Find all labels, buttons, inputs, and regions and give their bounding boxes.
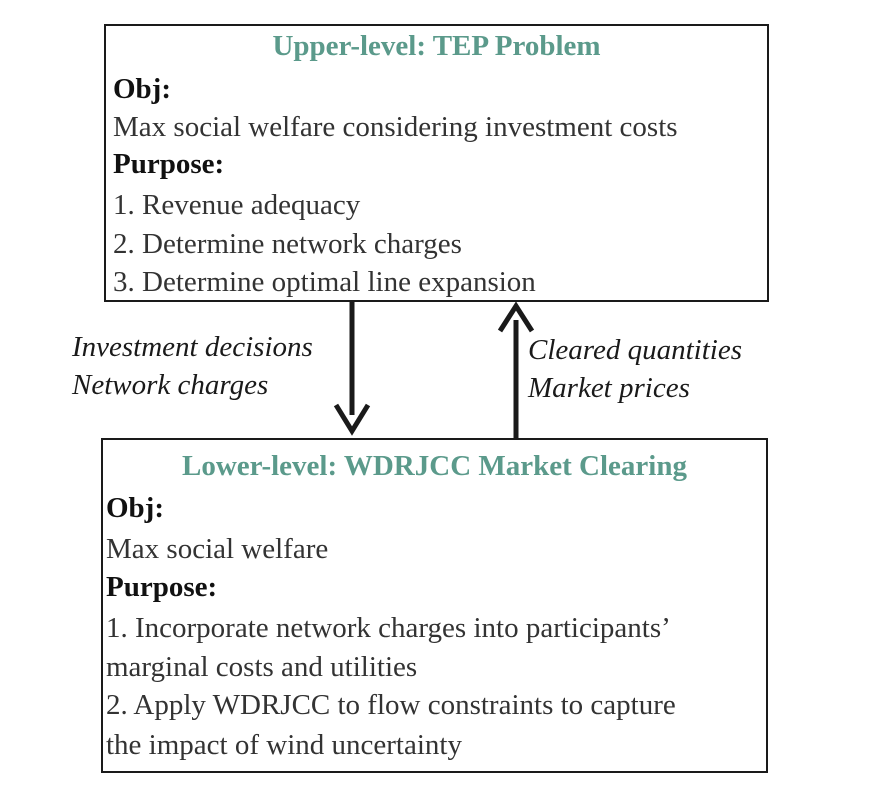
upper-level-title: Upper-level: TEP Problem <box>272 30 601 62</box>
up-arrow <box>497 301 535 438</box>
lower-level-title: Lower-level: WDRJCC Market Clearing <box>182 450 687 482</box>
lower-purpose-item-2-line-2: the impact of wind uncertainty <box>106 729 462 761</box>
up-arrow-label-2: Market prices <box>528 372 690 404</box>
down-arrow <box>333 302 371 436</box>
upper-obj-text: Max social welfare considering investmen… <box>113 111 678 143</box>
down-arrow-label-2: Network charges <box>72 369 269 401</box>
up-arrow-label-1: Cleared quantities <box>528 334 742 366</box>
lower-purpose-label: Purpose: <box>106 571 218 603</box>
lower-purpose-item-2-line-1: 2. Apply WDRJCC to flow constraints to c… <box>106 689 676 721</box>
down-arrow-label-1: Investment decisions <box>72 331 313 363</box>
upper-purpose-item-2: 2. Determine network charges <box>113 228 462 260</box>
lower-obj-text: Max social welfare <box>106 533 329 565</box>
lower-obj-label: Obj: <box>106 492 164 524</box>
upper-purpose-item-3: 3. Determine optimal line expansion <box>113 266 536 298</box>
upper-purpose-label: Purpose: <box>113 148 225 180</box>
upper-purpose-item-1: 1. Revenue adequacy <box>113 189 361 221</box>
upper-level-box: Upper-level: TEP Problem Obj: Max social… <box>104 24 769 302</box>
lower-purpose-item-1-line-1: 1. Incorporate network charges into part… <box>106 612 671 644</box>
lower-level-box: Lower-level: WDRJCC Market Clearing Obj:… <box>101 438 768 773</box>
lower-purpose-item-1-line-2: marginal costs and utilities <box>106 651 418 683</box>
upper-obj-label: Obj: <box>113 73 171 105</box>
